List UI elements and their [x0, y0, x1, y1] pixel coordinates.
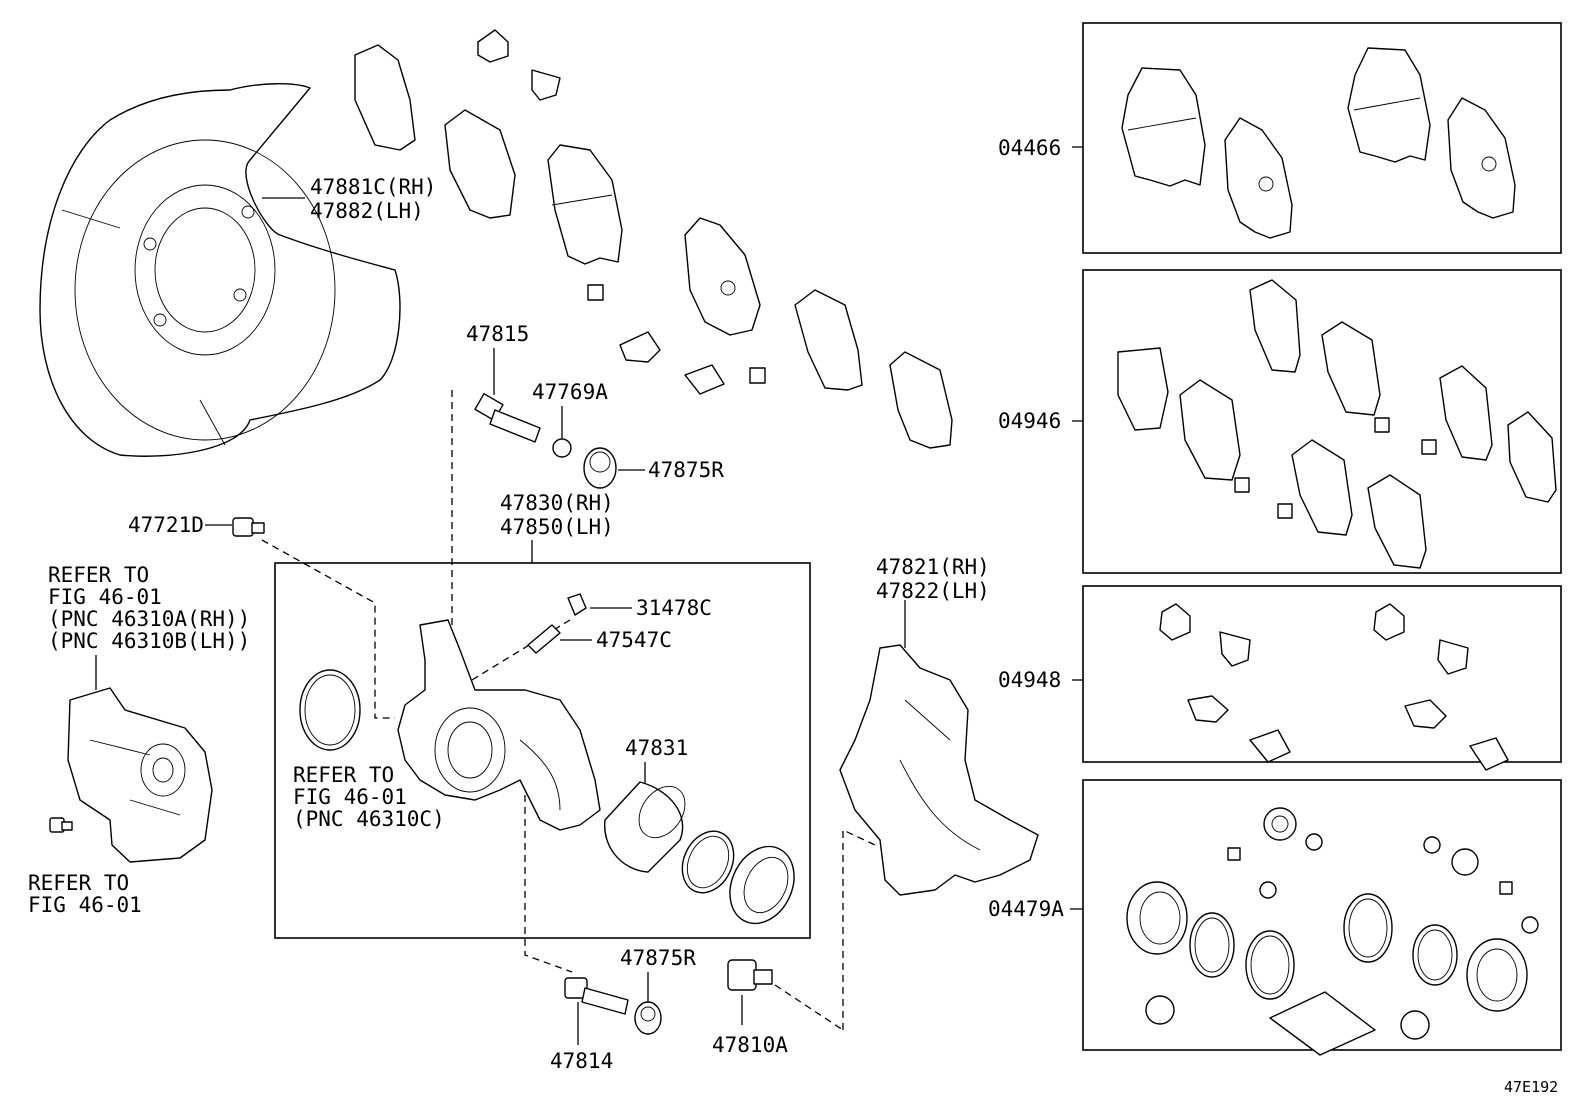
- bushing-47769A: [552, 438, 572, 458]
- label-dust-shield-rh: 47881C(RH): [310, 175, 436, 199]
- bleeder-plug-47547C: [527, 624, 561, 654]
- label-47831: 47831: [625, 736, 688, 760]
- label-47769A: 47769A: [532, 380, 608, 404]
- guide-pin-47814: [564, 977, 629, 1015]
- label-caliper-rh: 47830(RH): [500, 491, 614, 515]
- piston-47831: [604, 781, 686, 873]
- kit-label-04948: 04948: [998, 668, 1061, 692]
- label-47721D: 47721D: [128, 513, 204, 537]
- label-refer-inner-2: FIG 46-01: [293, 785, 407, 809]
- label-refer-motor-1: REFER TO: [48, 563, 149, 587]
- seal-kit-04479A: [1126, 807, 1539, 1056]
- shim-set-04946: [1117, 279, 1557, 569]
- brake-pad-set-04466: [1121, 47, 1516, 239]
- brake-pads-and-shims: [354, 29, 953, 449]
- caliper-assembly-box: [274, 562, 811, 939]
- boot-47875R-bottom: [634, 1001, 662, 1035]
- cap-31478C: [567, 593, 587, 616]
- kit-label-04946: 04946: [998, 409, 1061, 433]
- dust-shield: [39, 83, 401, 457]
- parking-brake-motor: [67, 687, 213, 863]
- label-refer-bolt-2: FIG 46-01: [28, 893, 142, 917]
- figure-code: 47E192: [1504, 1078, 1558, 1096]
- bolt-47721D: [232, 517, 265, 537]
- motor-bolt: [49, 817, 73, 833]
- label-caliper-lh: 47850(LH): [500, 515, 614, 539]
- kit-box-04466: [1082, 22, 1562, 254]
- kit-label-04466: 04466: [998, 136, 1061, 160]
- piston-boot: [729, 845, 795, 925]
- clip-set-04948: [1159, 603, 1509, 771]
- guide-pin-47815: [474, 393, 541, 443]
- label-dust-shield-lh: 47882(LH): [310, 199, 424, 223]
- label-refer-motor-2: FIG 46-01: [48, 585, 162, 609]
- caliper-body: [397, 619, 601, 831]
- kit-label-04479A: 04479A: [988, 897, 1064, 921]
- label-refer-motor-3: (PNC 46310A(RH)): [48, 607, 250, 631]
- mounting-bracket: [839, 644, 1039, 896]
- kit-box-04948: [1082, 585, 1562, 763]
- label-refer-motor-4: (PNC 46310B(LH)): [48, 629, 250, 653]
- label-mounting-lh: 47822(LH): [876, 579, 990, 603]
- label-47875R-top: 47875R: [648, 458, 724, 482]
- label-47810A: 47810A: [712, 1033, 788, 1057]
- boot-47875R-top: [583, 447, 617, 489]
- label-47815: 47815: [466, 322, 529, 346]
- label-31478C: 31478C: [636, 596, 712, 620]
- label-refer-inner-1: REFER TO: [293, 763, 394, 787]
- label-47814: 47814: [550, 1049, 613, 1073]
- piston-seal: [681, 830, 735, 894]
- bolt-47810A: [727, 959, 773, 991]
- label-refer-bolt-1: REFER TO: [28, 871, 129, 895]
- label-47547C: 47547C: [596, 628, 672, 652]
- label-refer-inner-3: (PNC 46310C): [293, 807, 445, 831]
- label-47875R-bottom: 47875R: [620, 946, 696, 970]
- ring-seal-inner: [299, 669, 361, 751]
- label-mounting-rh: 47821(RH): [876, 555, 990, 579]
